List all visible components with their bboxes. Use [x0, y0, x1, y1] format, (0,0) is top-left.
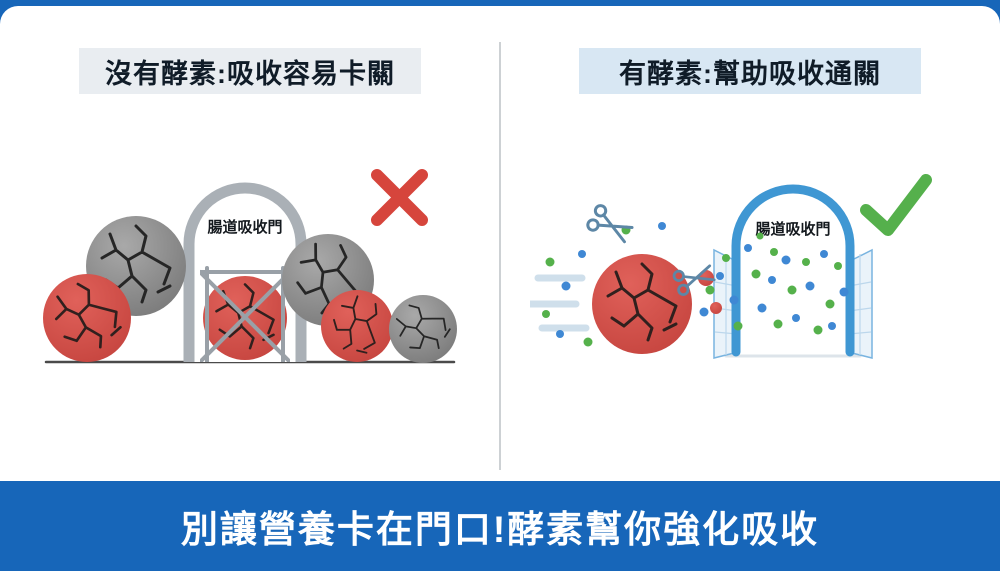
right-panel-title: 有酵素:幫助吸收通關 — [579, 48, 921, 94]
gate-bars — [200, 266, 290, 362]
right-illustration: 腸道吸收門 — [530, 174, 932, 359]
motion-streaks — [530, 274, 590, 332]
right-title-text: 有酵素:幫助吸收通關 — [619, 58, 881, 89]
panel-no-enzyme: 沒有酵素:吸收容易卡關 — [0, 6, 500, 481]
banner-text: 別讓營養卡在門口!酵素幫你強化吸收 — [180, 509, 820, 550]
left-illustration: 腸道吸收門 — [43, 169, 457, 364]
blue-nutrient-dots — [556, 222, 849, 338]
content-card: 沒有酵素:吸收容易卡關 — [0, 6, 1000, 481]
x-mark-icon — [371, 169, 428, 226]
panel-with-enzyme: 有酵素:幫助吸收通關 — [500, 6, 1000, 481]
door-opening — [200, 266, 290, 362]
door-label: 腸道吸收門 — [207, 218, 282, 236]
door-label: 腸道吸收門 — [755, 220, 830, 238]
panel-divider — [499, 42, 501, 470]
blue-door-arch — [731, 184, 855, 357]
check-mark-icon — [860, 174, 932, 236]
left-title-text: 沒有酵素:吸收容易卡關 — [105, 58, 395, 89]
left-panel-title: 沒有酵素:吸收容易卡關 — [79, 48, 421, 94]
nutrient-ball-being-cut — [592, 254, 722, 354]
blocked-nutrient-balls — [43, 216, 457, 363]
bottom-banner: 別讓營養卡在門口!酵素幫你強化吸收 — [0, 481, 1000, 571]
